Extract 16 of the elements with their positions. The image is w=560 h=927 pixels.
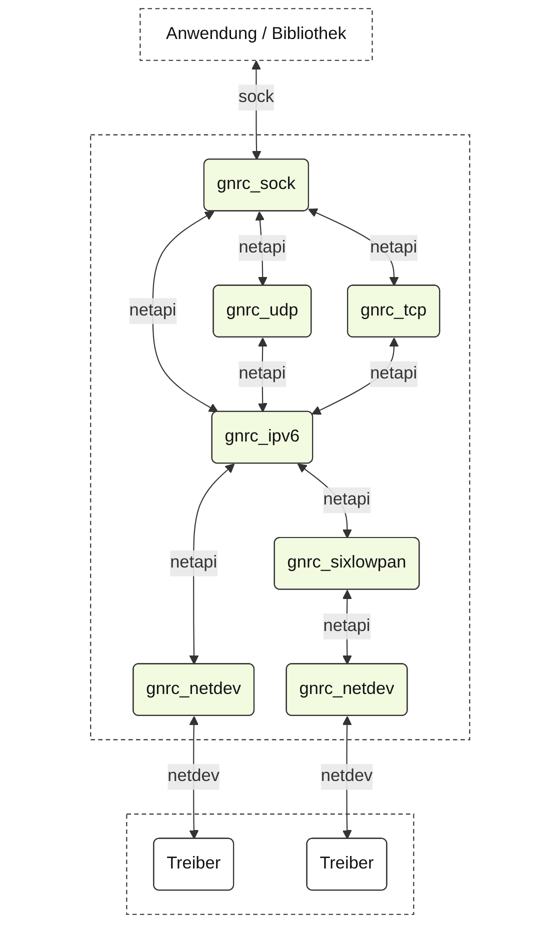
cluster	[126, 814, 414, 915]
edge-label: netapi	[170, 554, 217, 572]
arrow	[152, 211, 218, 412]
edge-label: netapi	[323, 490, 370, 509]
edge-label: netapi	[238, 238, 286, 257]
edge-label: netapi	[238, 364, 286, 383]
edge-label: netapi	[370, 364, 417, 383]
edge-label: netdev	[168, 767, 220, 786]
edge-label: netapi	[129, 301, 176, 320]
edge-label: netapi	[323, 616, 370, 636]
edge-label: netapi	[370, 238, 417, 257]
cluster	[90, 134, 470, 740]
arrow	[189, 464, 235, 665]
edge-label: netdev	[320, 767, 373, 786]
edge-label: sock	[238, 88, 274, 106]
node-box	[139, 8, 373, 61]
